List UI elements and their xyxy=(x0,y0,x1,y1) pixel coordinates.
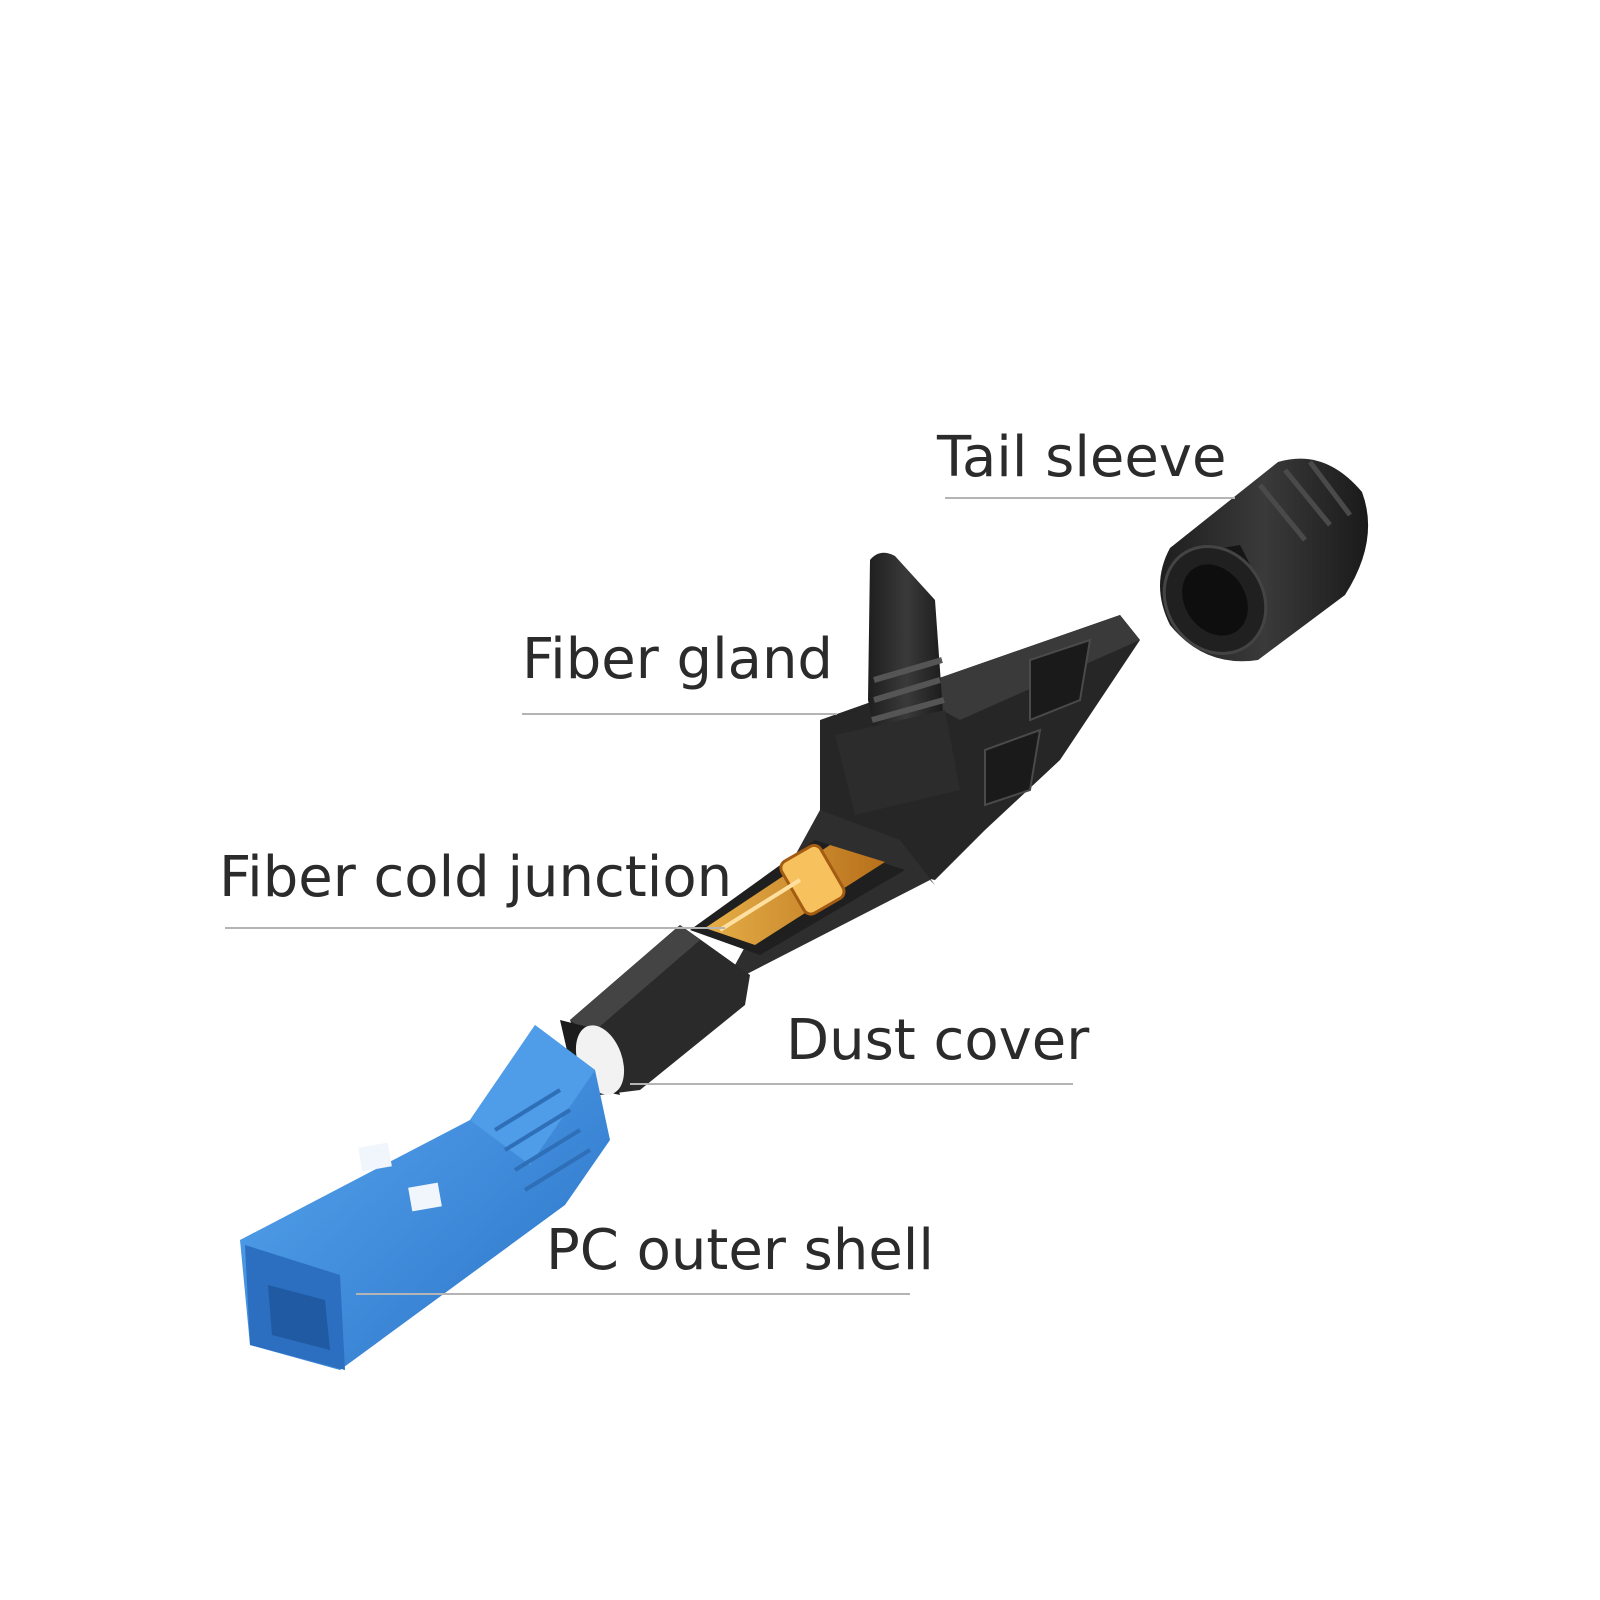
tail-sleeve-part xyxy=(1160,458,1369,662)
label-pc-outer-shell: PC outer shell xyxy=(546,1218,934,1283)
label-fiber-gland: Fiber gland xyxy=(522,627,833,692)
leader-line-pc-outer-shell xyxy=(356,1293,910,1295)
label-tail-sleeve: Tail sleeve xyxy=(937,425,1227,490)
leader-line-tail-sleeve xyxy=(945,497,1235,499)
label-dust-cover: Dust cover xyxy=(786,1008,1090,1073)
fiber-gland-part xyxy=(835,552,960,815)
fiber-cold-junction-part xyxy=(690,840,905,955)
leader-line-fiber-cold-junction xyxy=(225,927,725,929)
pc-outer-shell-part xyxy=(240,1025,610,1370)
label-fiber-cold-junction: Fiber cold junction xyxy=(219,845,733,910)
leader-line-dust-cover xyxy=(630,1083,1073,1085)
dust-cover-part xyxy=(560,925,750,1095)
leader-line-fiber-gland xyxy=(522,713,837,715)
